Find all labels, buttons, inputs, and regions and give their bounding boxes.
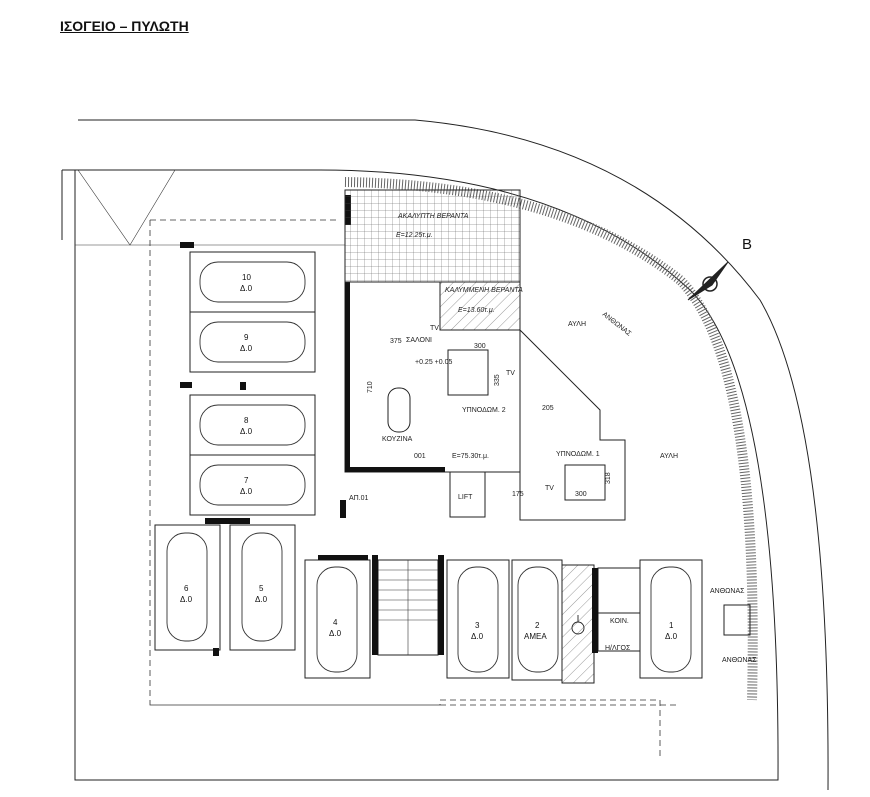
bay-7-level: Δ.0 bbox=[240, 487, 253, 496]
bay-1-level: Δ.0 bbox=[665, 632, 678, 641]
bay-2-number: 2 bbox=[535, 621, 540, 630]
bay-5-level: Δ.0 bbox=[255, 595, 268, 604]
dim-205: 205 bbox=[542, 405, 554, 412]
bay-10-level: Δ.0 bbox=[240, 284, 253, 293]
yard-label-1: ΑΥΛΗ bbox=[568, 321, 586, 328]
north-arrow-icon bbox=[687, 261, 729, 301]
parking-bays bbox=[154, 251, 703, 681]
meters-label: Η/ΛΓΟΣ bbox=[605, 645, 631, 652]
storage-label: ΑΠ.01 bbox=[349, 495, 369, 502]
living-room-label: ΣΑΛΟΝΙ bbox=[406, 337, 432, 344]
bay-6-level: Δ.0 bbox=[180, 595, 193, 604]
dim-375: 375 bbox=[390, 338, 402, 345]
bay-3-number: 3 bbox=[475, 621, 480, 630]
bay-8-number: 8 bbox=[244, 416, 249, 425]
apartment-number: 001 bbox=[414, 453, 426, 460]
street-label-east-2: ΑΝΘΩΝΑΣ bbox=[722, 657, 757, 664]
site-boundary bbox=[78, 119, 829, 791]
covered-veranda-area: Ε=13.60τ.μ. bbox=[458, 307, 495, 314]
dim-175: 175 bbox=[512, 491, 524, 498]
wall-west bbox=[345, 282, 350, 472]
bay-4-level: Δ.0 bbox=[329, 629, 342, 638]
tv-label-1: TV bbox=[430, 325, 439, 332]
yard-label-2: ΑΥΛΗ bbox=[660, 453, 678, 460]
pillars bbox=[180, 242, 598, 656]
lift-label: LIFT bbox=[458, 494, 473, 501]
lift-shaft bbox=[449, 471, 486, 518]
covered-veranda-label: ΚΑΛΥΜΜΕΝΗ ΒΕΡΑΝΤΑ bbox=[445, 287, 523, 294]
bay-7-number: 7 bbox=[244, 476, 249, 485]
parking-labels: 10 Δ.0 9 Δ.0 8 Δ.0 7 Δ.0 6 Δ.0 5 Δ.0 4 Δ… bbox=[180, 273, 678, 641]
north-label: B bbox=[742, 236, 752, 253]
cars bbox=[166, 261, 692, 673]
bed-1 bbox=[564, 464, 606, 501]
pilotis-outline bbox=[149, 219, 680, 760]
bay-9-level: Δ.0 bbox=[240, 344, 253, 353]
bay-2-level: ΑΜΕΑ bbox=[524, 632, 547, 641]
dim-335: 335 bbox=[494, 374, 501, 386]
bay-1-number: 1 bbox=[669, 621, 674, 630]
mailbox bbox=[723, 604, 751, 636]
uncovered-veranda-area: Ε=12.25τ.μ. bbox=[396, 232, 433, 239]
dim-318: 318 bbox=[605, 472, 612, 484]
stair-wall-left bbox=[372, 555, 378, 655]
dim-300a: 300 bbox=[474, 343, 486, 350]
level-label: +0.25 +0.05 bbox=[415, 359, 452, 366]
apartment-area: Ε=75.30τ.μ. bbox=[452, 453, 489, 460]
common-room bbox=[597, 567, 641, 614]
wheelchair-icon bbox=[571, 615, 585, 635]
covered-veranda-area bbox=[439, 281, 521, 331]
wall-south bbox=[345, 467, 445, 472]
drawing-title: ΙΣΟΓΕΙΟ – ΠΥΛΩΤΗ bbox=[60, 18, 189, 34]
bay-8-level: Δ.0 bbox=[240, 427, 253, 436]
bay-10-number: 10 bbox=[242, 273, 251, 282]
street-label-north: ΑΝΘΩΝΑΣ bbox=[601, 311, 633, 338]
kitchen-label: ΚΟΥΖΙΝΑ bbox=[382, 436, 413, 443]
bed-2 bbox=[447, 349, 489, 396]
dim-710: 710 bbox=[367, 381, 374, 393]
bay-4-number: 4 bbox=[333, 618, 338, 627]
dim-300b: 300 bbox=[575, 491, 587, 498]
tv-label-2: TV bbox=[506, 370, 515, 377]
ramp-area bbox=[561, 564, 595, 684]
bay-9-number: 9 bbox=[244, 333, 249, 342]
uncovered-veranda-label: ΑΚΑΛΥΠΤΗ ΒΕΡΑΝΤΑ bbox=[397, 213, 469, 220]
bedroom-2-label: ΥΠΝΟΔΩΜ. 2 bbox=[462, 407, 506, 414]
tv-label-3: TV bbox=[545, 485, 554, 492]
common-label: ΚΟΙΝ. bbox=[610, 618, 629, 625]
bay-5-number: 5 bbox=[259, 584, 264, 593]
dining-table bbox=[387, 387, 411, 433]
bedroom-1-label: ΥΠΝΟΔΩΜ. 1 bbox=[556, 451, 600, 458]
street-label-east: ΑΝΘΩΝΑΣ bbox=[710, 588, 745, 595]
stair-wall-right bbox=[438, 555, 444, 655]
bay-6-number: 6 bbox=[184, 584, 189, 593]
left-strip bbox=[77, 169, 176, 246]
bay-3-level: Δ.0 bbox=[471, 632, 484, 641]
